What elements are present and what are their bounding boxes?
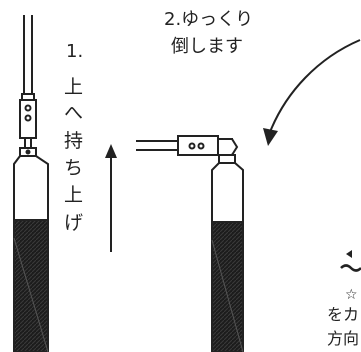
body-sleeve-right bbox=[211, 221, 244, 352]
step1-number: 1. bbox=[66, 41, 84, 62]
body-shoulder bbox=[13, 155, 49, 221]
step1-char-5: 上 bbox=[64, 184, 84, 206]
connector-hole-bottom bbox=[24, 114, 32, 122]
coupler-ring-right bbox=[218, 154, 236, 164]
lift-arrow bbox=[105, 144, 117, 252]
coupler bbox=[24, 137, 32, 149]
note-line2: をカ bbox=[327, 305, 360, 324]
step1-char-6: げ bbox=[64, 212, 84, 234]
coupler-dot bbox=[25, 149, 31, 155]
note-marks bbox=[340, 250, 361, 272]
tilt-arrow bbox=[263, 39, 361, 146]
device-tilted bbox=[136, 135, 244, 352]
sleeve-diagonal-right bbox=[211, 239, 244, 352]
note-line3: 方向 bbox=[327, 329, 360, 348]
tilde-mark bbox=[340, 264, 361, 272]
small-arrow-icon bbox=[346, 250, 352, 258]
note-star: ☆ bbox=[345, 287, 358, 303]
step1-char-2: へ bbox=[64, 102, 84, 124]
step1-char-3: 持 bbox=[64, 130, 84, 152]
step1-char-4: ち bbox=[64, 157, 84, 179]
step2-line2: 倒します bbox=[171, 36, 243, 57]
step2-line1: 2.ゆっくり bbox=[164, 9, 254, 30]
step1-char-1: 上 bbox=[64, 76, 84, 98]
connector-hole-left bbox=[188, 142, 196, 150]
sleeve-diagonal bbox=[13, 237, 49, 352]
connector-hole-top bbox=[24, 104, 32, 112]
hinge-cap bbox=[222, 138, 239, 156]
body-sleeve bbox=[13, 219, 49, 352]
connector-hole-right bbox=[197, 142, 205, 150]
body-shoulder-right bbox=[211, 162, 244, 223]
device-upright bbox=[13, 15, 49, 352]
